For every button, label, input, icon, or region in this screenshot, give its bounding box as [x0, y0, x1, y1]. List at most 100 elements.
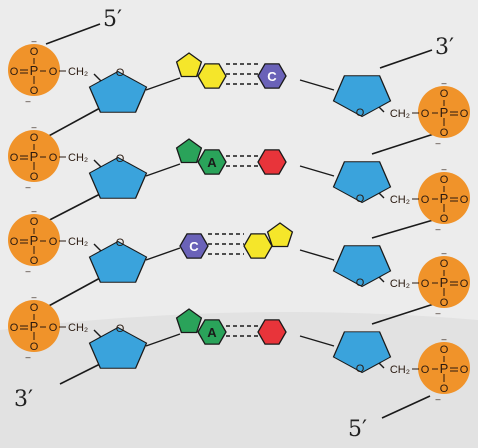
oxygen-top: O: [440, 88, 449, 100]
deoxyribose-left: [88, 70, 148, 113]
oxygen-ester: O: [421, 278, 430, 290]
oxygen-bottom: O: [30, 255, 39, 267]
oxygen-top: O: [30, 46, 39, 58]
ch2-group: CH₂: [68, 152, 88, 164]
glycosidic-bond-right: [299, 335, 335, 347]
charge-bottom: –: [25, 96, 30, 106]
oxygen-bottom: O: [30, 341, 39, 353]
phosphate-circle: [8, 300, 60, 352]
phosphorus-atom: P: [30, 63, 39, 78]
charge-bottom: –: [435, 224, 440, 234]
oxygen-double: O: [460, 364, 469, 376]
deoxyribose-left: [88, 156, 148, 199]
deoxyribose-right: [332, 245, 392, 288]
phosphate-circle: [418, 86, 470, 138]
sugar-oxygen-left: O: [116, 323, 125, 335]
charge-bottom: –: [25, 352, 30, 362]
oxygen-double: O: [10, 66, 19, 78]
glycosidic-bond-left: [145, 77, 181, 91]
ch2-group: CH₂: [390, 278, 410, 290]
glycosidic-bond-left: [145, 333, 181, 347]
phosphorus-atom: P: [30, 319, 39, 334]
left-base-hexagon: [197, 319, 227, 345]
deoxyribose-right: [332, 331, 392, 374]
glycosidic-bond-right: [299, 165, 335, 177]
oxygen-double: O: [460, 108, 469, 120]
oxygen-bottom: O: [440, 213, 449, 225]
left-base-pentagon: [175, 308, 203, 334]
phosphate-circle: [8, 130, 60, 182]
charge-bottom: –: [435, 138, 440, 148]
sugar-oxygen-right: O: [356, 107, 365, 119]
end-label-top-left: 5′: [103, 7, 122, 32]
glycosidic-bond-left: [145, 247, 181, 261]
charge-bottom: –: [435, 394, 440, 404]
charge-top: –: [441, 164, 446, 174]
oxygen-ester: O: [421, 108, 430, 120]
strand-right-link: [371, 301, 441, 325]
right-base-hexagon: [257, 149, 287, 175]
end-label-bottom-left: 3′: [14, 387, 33, 412]
right-base-hexagon: [257, 63, 287, 89]
deoxyribose-right: [332, 75, 392, 118]
oxygen-top: O: [30, 302, 39, 314]
left-base-letter: A: [207, 155, 217, 170]
strand-right-link: [371, 217, 441, 239]
left-base-hexagon: [179, 233, 209, 259]
charge-bottom: –: [435, 308, 440, 318]
ch2-group: CH₂: [68, 66, 88, 78]
oxygen-bottom: O: [30, 85, 39, 97]
charge-top: –: [31, 292, 36, 302]
phosphate-circle: [418, 342, 470, 394]
oxygen-top: O: [30, 216, 39, 228]
phosphorus-atom: P: [440, 191, 449, 206]
oxygen-bottom: O: [440, 297, 449, 309]
sugar-oxygen-right: O: [356, 193, 365, 205]
left-base-hexagon: [197, 149, 227, 175]
sugar-oxygen-left: O: [116, 237, 125, 249]
charge-bottom: –: [25, 266, 30, 276]
strand-right-link: [371, 131, 441, 155]
ch2-group: CH₂: [68, 322, 88, 334]
right-base-letter: C: [267, 69, 277, 84]
sugar-oxygen-left: O: [116, 67, 125, 79]
oxygen-bottom: O: [30, 171, 39, 183]
glycosidic-bond-right: [299, 249, 335, 261]
oxygen-ester: O: [49, 66, 58, 78]
phosphorus-atom: P: [440, 361, 449, 376]
charge-top: –: [441, 334, 446, 344]
left-base-letter: A: [207, 325, 217, 340]
phosphate-circle: [8, 44, 60, 96]
charge-top: –: [441, 248, 446, 258]
oxygen-ester: O: [49, 152, 58, 164]
strand-left-3prime-tail: [59, 363, 101, 385]
ch2-group: CH₂: [390, 364, 410, 376]
end-labels: 5′ 3′ 3′ 5′: [14, 7, 454, 442]
sugar-oxygen-right: O: [356, 363, 365, 375]
phosphorus-atom: P: [30, 149, 39, 164]
sugar-oxygen-right: O: [356, 277, 365, 289]
oxygen-ester: O: [421, 194, 430, 206]
right-base-hexagon: [257, 319, 287, 345]
ch2-group: CH₂: [68, 236, 88, 248]
charge-bottom: –: [25, 182, 30, 192]
charge-top: –: [31, 36, 36, 46]
oxygen-top: O: [30, 132, 39, 144]
oxygen-double: O: [460, 194, 469, 206]
phosphate-circle: [8, 214, 60, 266]
charge-top: –: [31, 206, 36, 216]
ch2-group: CH₂: [390, 108, 410, 120]
left-base-letter: C: [189, 239, 199, 254]
